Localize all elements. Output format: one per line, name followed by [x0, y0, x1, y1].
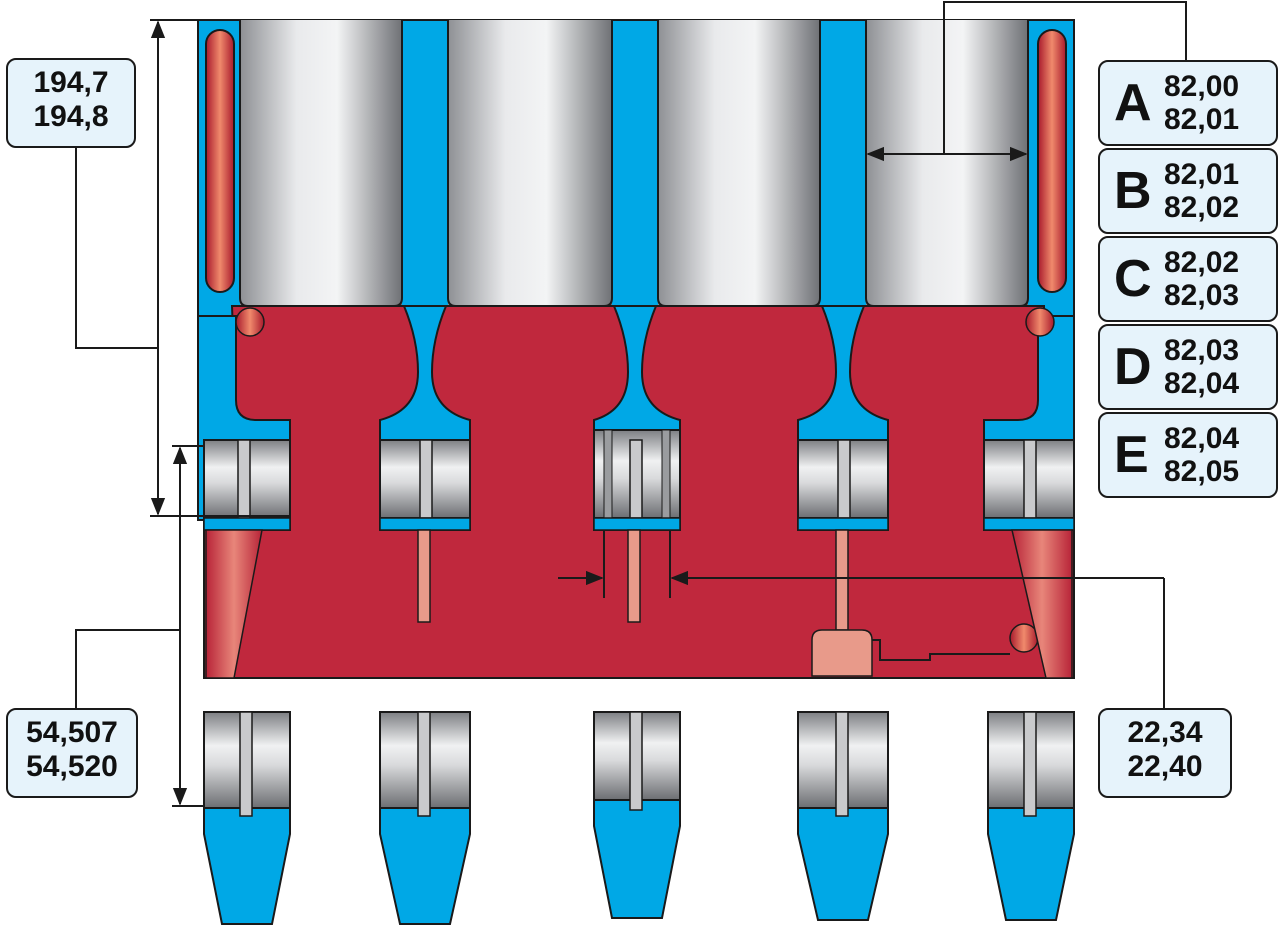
side-passage-left	[205, 29, 235, 293]
cylinder-bore-1	[240, 20, 402, 306]
bearing-bore-label: 54,507 54,520	[6, 708, 138, 798]
bore-class-max: 82,01	[1164, 103, 1240, 136]
fillet-right	[1025, 307, 1055, 337]
bearing-bore-max: 54,520	[26, 750, 118, 783]
bore-class-letter: A	[1114, 74, 1152, 132]
main-bearing-shells	[203, 429, 1075, 519]
bore-class-min: 82,00	[1164, 70, 1240, 103]
bore-class-letter: B	[1114, 162, 1152, 220]
skirt-right	[1011, 529, 1073, 679]
main-bearing-caps	[203, 711, 1075, 925]
skirt-left	[205, 529, 263, 679]
bearing-bore-min: 54,507	[26, 716, 118, 749]
thrust-width-max: 22,40	[1127, 750, 1203, 783]
bore-class-min: 82,03	[1164, 334, 1240, 367]
bore-class-a: A 82,00 82,01	[1098, 60, 1278, 146]
bore-class-b: B 82,01 82,02	[1098, 148, 1278, 234]
block-height-label: 194,7 194,8	[6, 58, 136, 148]
bore-class-max: 82,03	[1164, 279, 1240, 312]
block-height-min: 194,7	[33, 66, 109, 99]
fillet-left	[235, 307, 265, 337]
bore-class-letter: E	[1114, 426, 1149, 484]
bore-class-letter: D	[1114, 338, 1152, 396]
oil-passage-line	[872, 639, 1010, 661]
bore-class-max: 82,05	[1164, 455, 1240, 488]
dimension-lines	[75, 1, 1187, 807]
cylinder-bore-4	[866, 20, 1028, 306]
thrust-width-min: 22,34	[1127, 716, 1203, 749]
oil-galleries	[417, 529, 873, 677]
side-passage-right	[1037, 29, 1067, 293]
cylinder-bore-2	[448, 20, 612, 306]
thrust-width-label: 22,34 22,40	[1098, 708, 1232, 798]
bore-class-d: D 82,03 82,04	[1098, 324, 1278, 410]
bore-class-max: 82,02	[1164, 191, 1240, 224]
bore-class-c: C 82,02 82,03	[1098, 236, 1278, 322]
bearing-seats	[203, 517, 1075, 531]
bore-class-max: 82,04	[1164, 367, 1240, 400]
bore-class-min: 82,02	[1164, 246, 1240, 279]
bore-class-letter: C	[1114, 250, 1152, 308]
bore-class-e: E 82,04 82,05	[1098, 412, 1278, 498]
cylinder-bore-3	[658, 20, 820, 306]
bore-class-min: 82,01	[1164, 158, 1240, 191]
bore-class-min: 82,04	[1164, 422, 1240, 455]
block-height-max: 194,8	[33, 100, 109, 133]
